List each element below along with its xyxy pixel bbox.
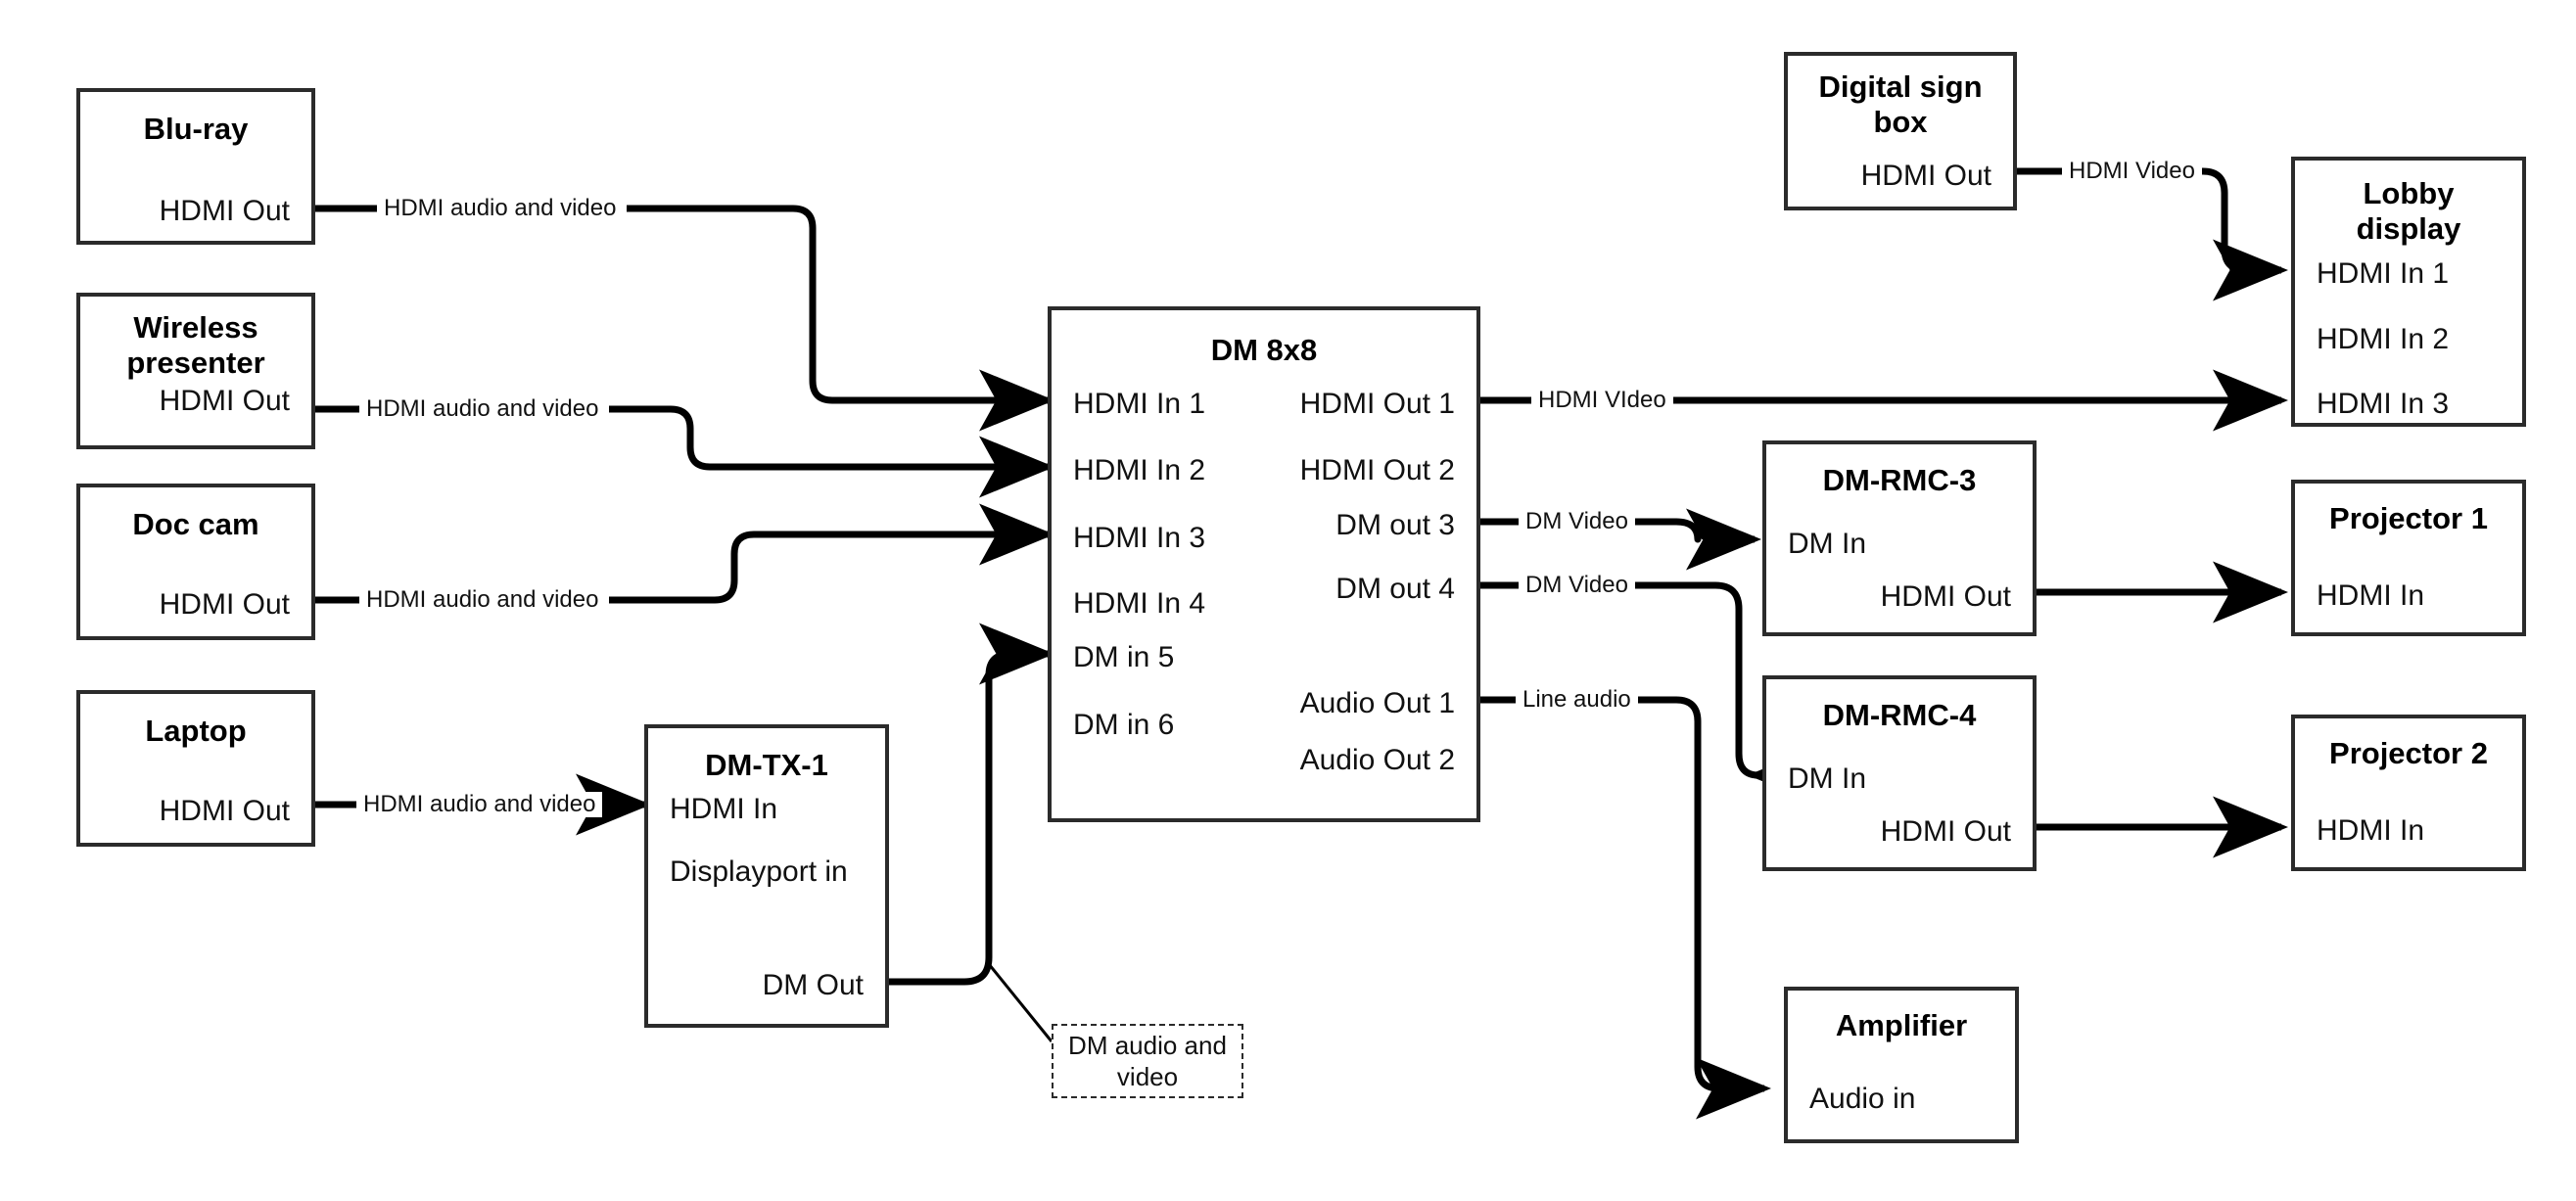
node-projector-2-port-hdmi-in: HDMI In xyxy=(2317,814,2425,847)
node-dm-rmc-3[interactable]: DM-RMC-3 DM In HDMI Out xyxy=(1762,440,2037,636)
wire-dmtx1-to-dm8x8-in5 xyxy=(889,623,1054,986)
wire-dm8x8-audioout1-to-amp xyxy=(1629,696,1771,1120)
node-lobby-display-title-line2: display xyxy=(2356,211,2461,246)
node-amplifier[interactable]: Amplifier Audio in xyxy=(1784,987,2019,1143)
node-dm-rmc-4-port-hdmi-out: HDMI Out xyxy=(1880,815,2011,848)
wire-label-bluray-to-dm: HDMI audio and video xyxy=(377,196,624,221)
node-digital-sign-box-title-line2: box xyxy=(1873,105,1928,139)
wire-label-laptop-to-dmtx1: HDMI audio and video xyxy=(356,792,603,817)
node-dm-rmc-3-port-dm-in: DM In xyxy=(1788,528,1867,560)
node-projector-2-title: Projector 2 xyxy=(2329,736,2488,770)
wire-label-dm8x8-out1-to-lobby: HDMI VIdeo xyxy=(1531,388,1673,413)
node-dm-rmc-4-title: DM-RMC-4 xyxy=(1822,698,1977,732)
node-wireless-presenter[interactable]: Wireless presenter HDMI Out xyxy=(76,293,315,449)
node-wireless-presenter-title-line1: Wireless xyxy=(133,310,258,345)
node-lobby-display-input-2: HDMI In 2 xyxy=(2317,323,2450,355)
node-dm-8x8-input-1: HDMI In 1 xyxy=(1073,388,1206,420)
node-digital-sign-box-port-hdmi-out: HDMI Out xyxy=(1860,160,1991,192)
node-dm-8x8-output-5: Audio Out 1 xyxy=(1299,687,1455,719)
wire-doccam-to-dm8x8-in3 xyxy=(609,503,1054,604)
node-laptop-title: Laptop xyxy=(145,714,247,748)
node-dm-8x8-output-4: DM out 4 xyxy=(1335,573,1455,605)
node-bluray-port-hdmi-out: HDMI Out xyxy=(159,195,290,227)
node-dm-8x8-output-3: DM out 3 xyxy=(1335,509,1455,541)
node-laptop-port-hdmi-out: HDMI Out xyxy=(159,795,290,827)
node-projector-1-title: Projector 1 xyxy=(2329,501,2488,535)
node-projector-1[interactable]: Projector 1 HDMI In xyxy=(2291,480,2526,636)
callout-dm-audio-and-video: DM audio and video xyxy=(1052,1024,1243,1098)
node-amplifier-port-audio-in: Audio in xyxy=(1809,1083,1916,1115)
wire-label-dm8x8-out3-to-rmc3: DM Video xyxy=(1519,509,1635,534)
node-dm-8x8-input-6: DM in 6 xyxy=(1073,709,1175,741)
wire-label-doccam-to-dm: HDMI audio and video xyxy=(359,587,606,613)
node-bluray[interactable]: Blu-ray HDMI Out xyxy=(76,88,315,245)
node-dm-rmc-3-port-hdmi-out: HDMI Out xyxy=(1880,580,2011,613)
node-dm-rmc-3-title: DM-RMC-3 xyxy=(1822,463,1977,497)
wire-sign-to-lobby-in1 xyxy=(2176,167,2288,301)
node-dm-8x8-output-1: HDMI Out 1 xyxy=(1299,388,1455,420)
node-doc-cam-title: Doc cam xyxy=(132,507,259,541)
wire-dm8x8-out4-to-rmc4 xyxy=(1625,581,1823,807)
node-doc-cam-port-hdmi-out: HDMI Out xyxy=(159,588,290,621)
wire-dm8x8-out3-to-rmc3 xyxy=(1625,508,1761,571)
node-dm-8x8-output-6: Audio Out 2 xyxy=(1299,744,1455,776)
node-bluray-title: Blu-ray xyxy=(143,112,249,146)
node-dm-tx-1-title: DM-TX-1 xyxy=(705,748,828,782)
node-dm-rmc-4-port-dm-in: DM In xyxy=(1788,762,1867,795)
node-digital-sign-box[interactable]: Digital sign box HDMI Out xyxy=(1784,52,2017,210)
node-dm-8x8-input-2: HDMI In 2 xyxy=(1073,454,1206,486)
node-lobby-display-input-1: HDMI In 1 xyxy=(2317,257,2450,290)
node-dm-8x8-input-3: HDMI In 3 xyxy=(1073,522,1206,554)
wire-bluray-to-dm8x8-in1 xyxy=(627,205,1054,432)
node-dm-8x8-output-2: HDMI Out 2 xyxy=(1299,454,1455,486)
node-wireless-presenter-title-line2: presenter xyxy=(126,346,265,380)
wire-label-dm8x8-out4-to-rmc4: DM Video xyxy=(1519,573,1635,598)
node-dm-tx-1-port-displayport-in: Displayport in xyxy=(670,855,848,888)
node-wireless-presenter-port-hdmi-out: HDMI Out xyxy=(159,385,290,417)
node-dm-tx-1-port-dm-out: DM Out xyxy=(762,969,864,1001)
node-projector-2[interactable]: Projector 2 HDMI In xyxy=(2291,715,2526,871)
node-dm-8x8-input-4: HDMI In 4 xyxy=(1073,587,1206,620)
node-dm-tx-1-port-hdmi-in: HDMI In xyxy=(670,793,778,825)
node-amplifier-title: Amplifier xyxy=(1835,1008,1968,1042)
wire-label-audioout1-to-amp: Line audio xyxy=(1516,687,1638,713)
node-doc-cam[interactable]: Doc cam HDMI Out xyxy=(76,484,315,640)
wire-label-sign-to-lobby: HDMI Video xyxy=(2062,159,2202,184)
node-dm-rmc-4[interactable]: DM-RMC-4 DM In HDMI Out xyxy=(1762,675,2037,871)
node-dm-8x8[interactable]: DM 8x8 HDMI In 1 HDMI In 2 HDMI In 3 HDM… xyxy=(1048,306,1480,822)
wire-wireless-to-dm8x8-in2 xyxy=(609,405,1054,498)
node-dm-8x8-title: DM 8x8 xyxy=(1210,333,1318,367)
node-lobby-display-title-line1: Lobby xyxy=(2363,176,2455,210)
node-dm-tx-1[interactable]: DM-TX-1 HDMI In Displayport in DM Out xyxy=(644,724,889,1028)
node-dm-8x8-input-5: DM in 5 xyxy=(1073,641,1175,673)
node-projector-1-port-hdmi-in: HDMI In xyxy=(2317,579,2425,612)
node-laptop[interactable]: Laptop HDMI Out xyxy=(76,690,315,847)
wire-label-wireless-to-dm: HDMI audio and video xyxy=(359,396,606,422)
callout-leader-line xyxy=(987,963,1054,1042)
node-lobby-display-input-3: HDMI In 3 xyxy=(2317,388,2450,420)
node-lobby-display[interactable]: Lobby display HDMI In 1 HDMI In 2 HDMI I… xyxy=(2291,157,2526,427)
node-digital-sign-box-title-line1: Digital sign xyxy=(1818,69,1983,104)
